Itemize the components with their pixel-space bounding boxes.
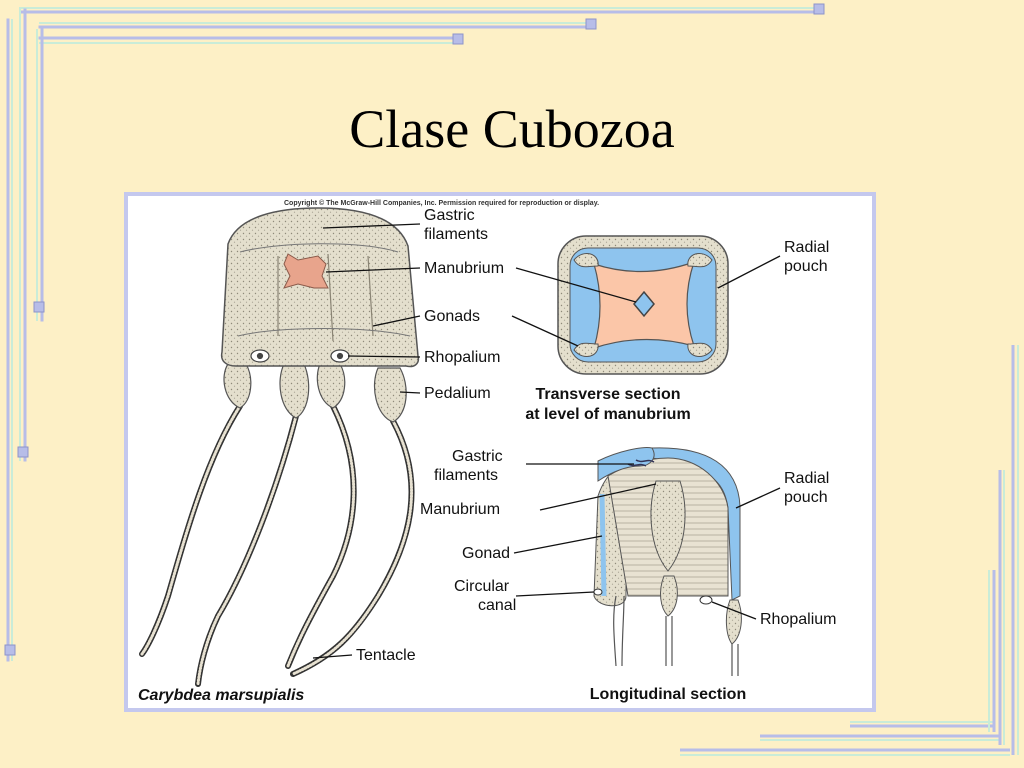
label-long-manubrium: Manubrium xyxy=(420,501,500,518)
label-manubrium: Manubrium xyxy=(424,260,504,277)
label-long-rhopalium: Rhopalium xyxy=(760,611,836,628)
jellyfish-drawing xyxy=(139,207,420,687)
label-circular-canal-1: Circular xyxy=(454,578,510,595)
slide-title: Clase Cubozoa xyxy=(349,99,675,159)
label-long-radial-pouch-2: pouch xyxy=(784,489,828,506)
label-rhopalium: Rhopalium xyxy=(424,349,500,366)
label-gastric-filaments-1: Gastric xyxy=(424,207,475,224)
pedalia xyxy=(223,363,407,423)
label-radial-pouch-2: pouch xyxy=(784,258,828,275)
label-pedalium: Pedalium xyxy=(424,385,491,402)
longitudinal-labels: Gastric filaments Manubrium Gonad Circul… xyxy=(420,448,836,703)
transverse-heading-2: at level of manubrium xyxy=(525,406,690,423)
tentacles xyxy=(139,403,415,687)
label-circular-canal-2: canal xyxy=(478,597,516,614)
left-labels: Gastric filaments Manubrium Gonads Rhopa… xyxy=(312,207,504,664)
transverse-heading-1: Transverse section xyxy=(536,386,681,403)
label-long-gastric-1: Gastric xyxy=(452,448,503,465)
transverse-section xyxy=(557,235,729,375)
corner-ornaments xyxy=(4,3,825,656)
corner-lines-top-left xyxy=(6,7,822,662)
corner-lines-bottom-right xyxy=(680,345,1019,756)
copyright-notice: Copyright © The McGraw-Hill Companies, I… xyxy=(284,199,599,207)
label-gastric-filaments-2: filaments xyxy=(424,226,488,243)
label-long-gonad: Gonad xyxy=(462,545,510,562)
species-name: Carybdea marsupialis xyxy=(138,687,304,704)
jellyfish-figure: Copyright © The McGraw-Hill Companies, I… xyxy=(124,192,876,712)
transverse-labels: Radial pouch Transverse section at level… xyxy=(511,239,829,423)
longitudinal-heading: Longitudinal section xyxy=(590,686,746,703)
manubrium-shape xyxy=(283,253,329,289)
label-gonads: Gonads xyxy=(424,308,480,325)
label-radial-pouch-1: Radial xyxy=(784,239,829,256)
figure-canvas: Copyright © The McGraw-Hill Companies, I… xyxy=(138,199,836,704)
longitudinal-section xyxy=(593,447,742,676)
label-long-radial-pouch-1: Radial xyxy=(784,470,829,487)
label-tentacle: Tentacle xyxy=(356,647,416,664)
label-long-gastric-2: filaments xyxy=(434,467,498,484)
